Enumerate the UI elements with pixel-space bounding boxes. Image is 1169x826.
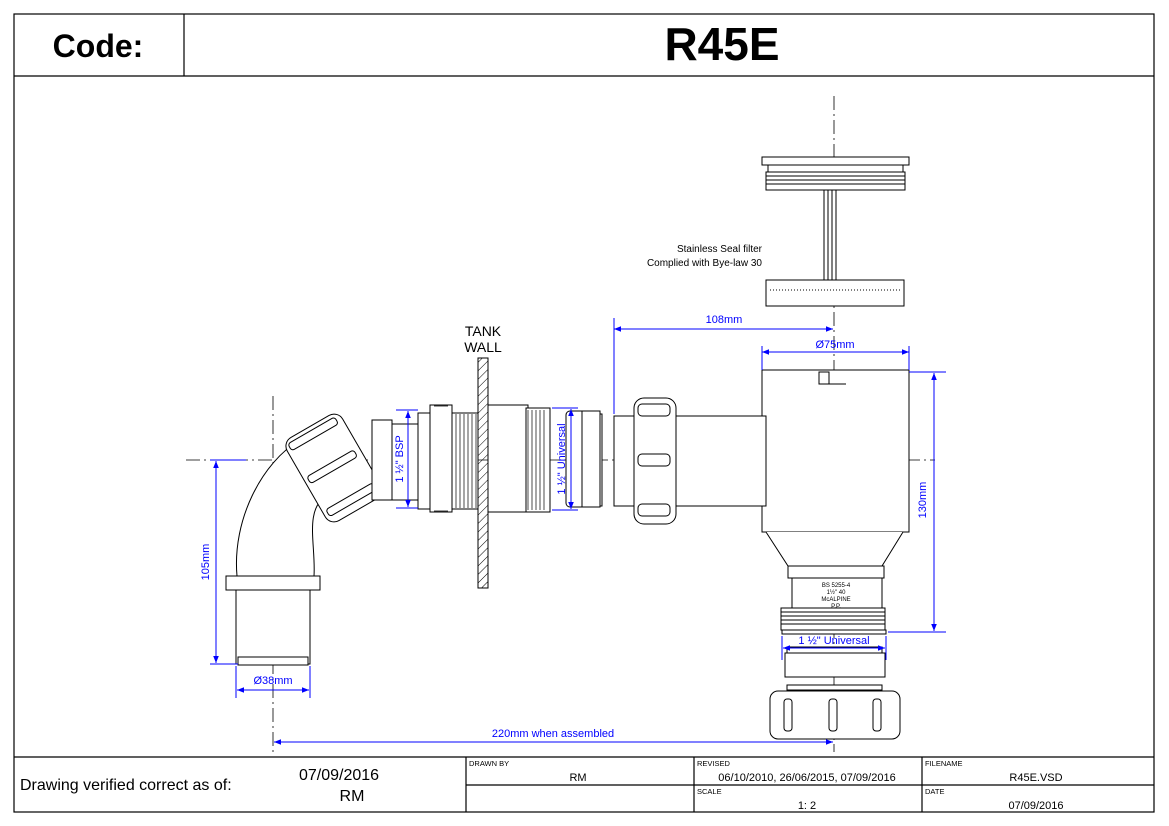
title-block <box>14 756 1154 812</box>
tank-wall-label-1: TANK <box>465 323 502 339</box>
date-label: DATE <box>925 787 944 796</box>
filename-value: R45E.VSD <box>1009 772 1062 784</box>
verified-date: 07/09/2016 <box>299 767 379 784</box>
title-block-text: Drawing verified correct as of: 07/09/20… <box>20 759 1064 812</box>
code-value: R45E <box>664 18 779 70</box>
seal-filter <box>761 156 910 307</box>
dim-38: Ø38mm <box>253 675 292 687</box>
scale-value: 1: 2 <box>798 800 816 812</box>
tank-connector <box>417 404 601 513</box>
moulding-text-4: P.P. <box>831 604 841 610</box>
trap-outlet-nut <box>595 397 767 525</box>
date-value: 07/09/2016 <box>1008 800 1063 812</box>
dim-105: 105mm <box>200 544 212 581</box>
dim-220-assembled: 220mm when assembled <box>492 728 614 740</box>
filter-label-line1: Stainless Seal filter <box>677 244 763 255</box>
moulding-text-1: BS 5255-4 <box>822 583 851 589</box>
moulding-text-3: McALPINE <box>821 597 850 603</box>
filename-label: FILENAME <box>925 759 963 768</box>
dim-bsp: 1 ½" BSP <box>394 435 406 482</box>
trap-bottom-nut <box>769 646 901 740</box>
elbow-fitting <box>225 413 419 666</box>
revised-value: 06/10/2010, 26/06/2015, 07/09/2016 <box>718 772 895 784</box>
verified-by: RM <box>340 788 365 805</box>
dim-108: 108mm <box>706 314 743 326</box>
scale-label: SCALE <box>697 787 722 796</box>
trap-body <box>761 369 910 635</box>
filter-label-line2: Complied with Bye-law 30 <box>647 258 762 269</box>
moulding-text-2: 1½" 40 <box>827 589 846 596</box>
drawn-by-label: DRAWN BY <box>469 759 509 768</box>
dim-universal-vertical: 1 ½" Universal <box>556 423 568 494</box>
dim-130: 130mm <box>917 482 929 519</box>
trap-moulding-text: BS 5255-4 1½" 40 McALPINE P.P. <box>821 583 851 610</box>
code-label: Code: <box>53 28 144 64</box>
tank-wall <box>477 357 489 589</box>
sheet-frame <box>13 13 1155 813</box>
verified-label: Drawing verified correct as of: <box>20 777 232 794</box>
dimension-labels: 108mm Ø75mm 130mm 1 ½" BSP 1 ½" Universa… <box>200 314 929 740</box>
dim-75: Ø75mm <box>815 339 854 351</box>
drawn-by-value: RM <box>569 772 586 784</box>
tank-connector-threads <box>434 405 545 512</box>
revised-label: REVISED <box>697 759 731 768</box>
dimension-lines <box>210 318 946 745</box>
dim-universal-horizontal: 1 ½" Universal <box>798 635 869 647</box>
tank-wall-label-2: WALL <box>464 339 502 355</box>
